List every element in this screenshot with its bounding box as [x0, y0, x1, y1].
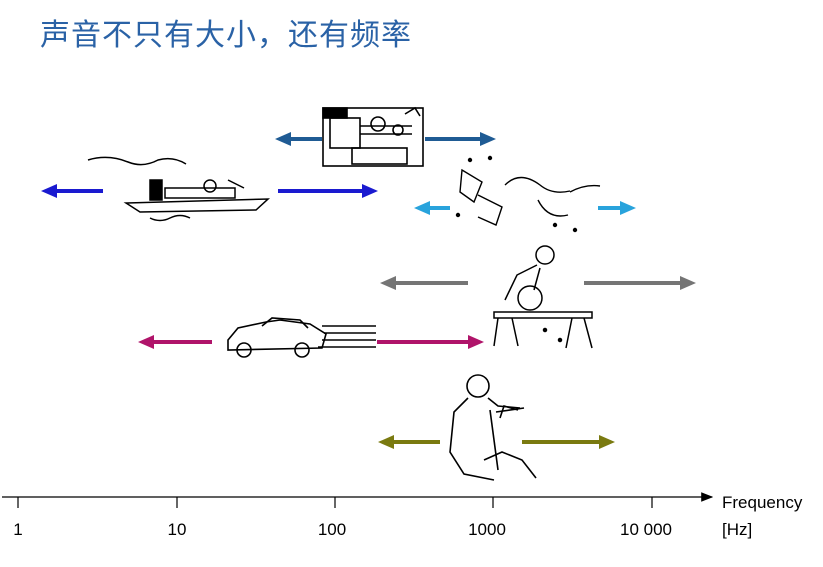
car-range-arrows: [138, 335, 484, 349]
saw-range-arrows: [380, 276, 696, 290]
car-icon: [227, 317, 376, 358]
tick-label-1000: 1000: [468, 520, 506, 539]
violinist-icon: [449, 374, 537, 481]
lathe-machine-icon: [322, 106, 424, 167]
page-title: 声音不只有大小，还有频率: [40, 18, 412, 53]
steamship-icon: [87, 156, 270, 222]
tick-label-10000: 10 000: [620, 520, 672, 539]
tick-label-100: 100: [318, 520, 346, 539]
tick-label-10: 10: [168, 520, 187, 539]
tick-label-1: 1: [13, 520, 22, 539]
spray-range-arrows: [414, 201, 636, 215]
steamship-range-arrows: [41, 184, 378, 198]
axis-label: Frequency: [722, 493, 803, 512]
spray-hissing-icon: [455, 155, 601, 233]
axis-unit: [Hz]: [722, 520, 752, 539]
lathe-range-arrows: [275, 132, 496, 146]
frequency-axis: 1 10 100 1000 10 000 Frequency [Hz]: [2, 492, 803, 539]
circular-saw-worker-icon: [493, 245, 593, 349]
violin-range-arrows: [378, 435, 615, 449]
